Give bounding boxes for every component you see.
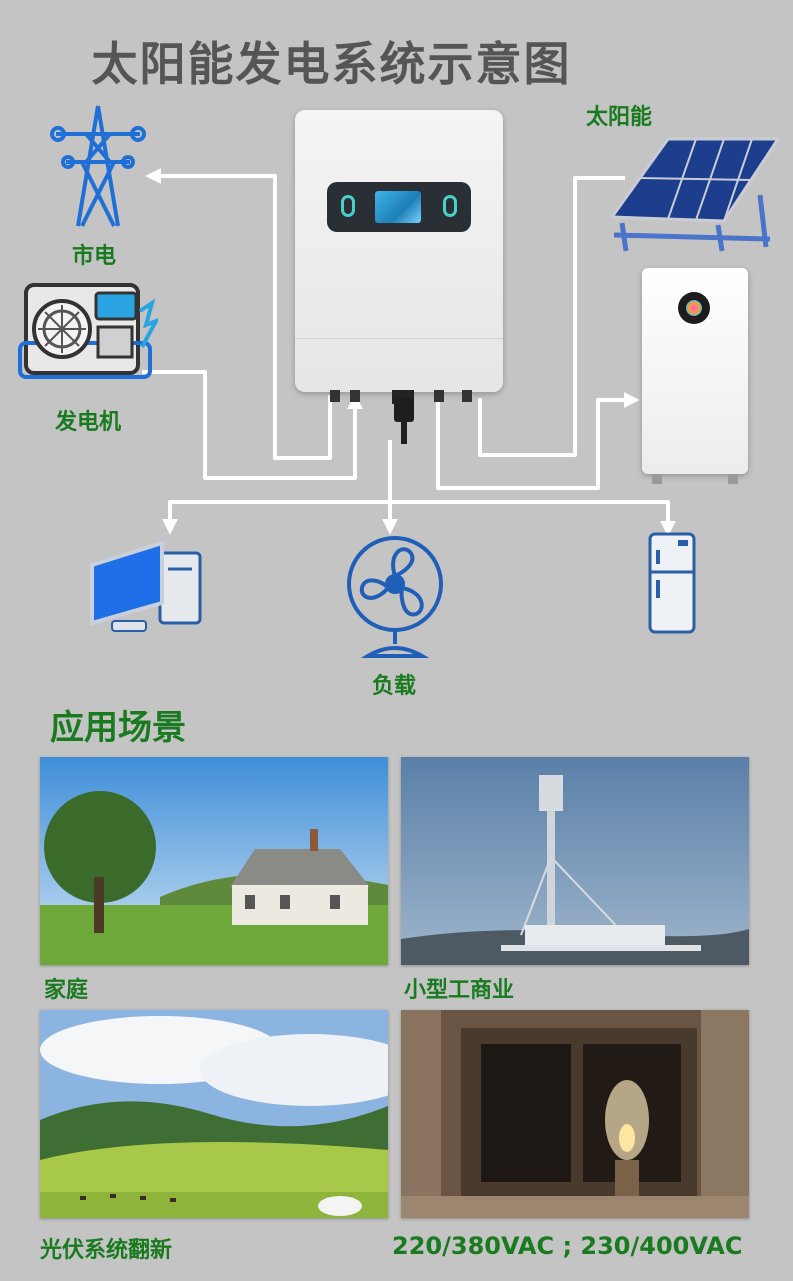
app-label-commercial: 小型工商业: [404, 978, 515, 1003]
line-battery: [436, 392, 640, 490]
photo-oil-lamp: [401, 1010, 749, 1218]
line-load-bus: [168, 500, 676, 537]
photo-grassland: [40, 1010, 388, 1218]
battery-indicator: [678, 292, 710, 324]
inverter-button-left: [341, 195, 355, 217]
generator-icon: [18, 283, 158, 379]
hybrid-inverter: [295, 110, 503, 392]
inverter-screen: [375, 191, 421, 223]
refrigerator-icon: [648, 532, 696, 634]
inverter-button-right: [443, 195, 457, 217]
generator-label: 发电机: [55, 410, 122, 435]
app-label-home: 家庭: [44, 978, 89, 1003]
fan-icon: [347, 536, 443, 658]
app-label-voltage: 220/380VAC ; 230/400VAC: [392, 1232, 743, 1260]
solar-panel-icon: [609, 137, 781, 252]
inverter-display-panel: [327, 182, 471, 232]
photo-home: [40, 757, 388, 965]
grid-label: 市电: [72, 244, 117, 269]
load-label: 负载: [372, 674, 417, 699]
app-label-retrofit: 光伏系统翻新: [40, 1238, 173, 1263]
computer-icon: [90, 540, 202, 632]
applications-heading: 应用场景: [50, 708, 186, 748]
inverter-cable-icon: [394, 398, 414, 444]
page-title: 太阳能发电系统示意图: [91, 37, 572, 91]
photo-telecom-tower: [401, 757, 749, 965]
battery-icon: [642, 268, 748, 484]
transmission-tower-icon: [50, 105, 146, 227]
solar-label: 太阳能: [586, 105, 653, 130]
